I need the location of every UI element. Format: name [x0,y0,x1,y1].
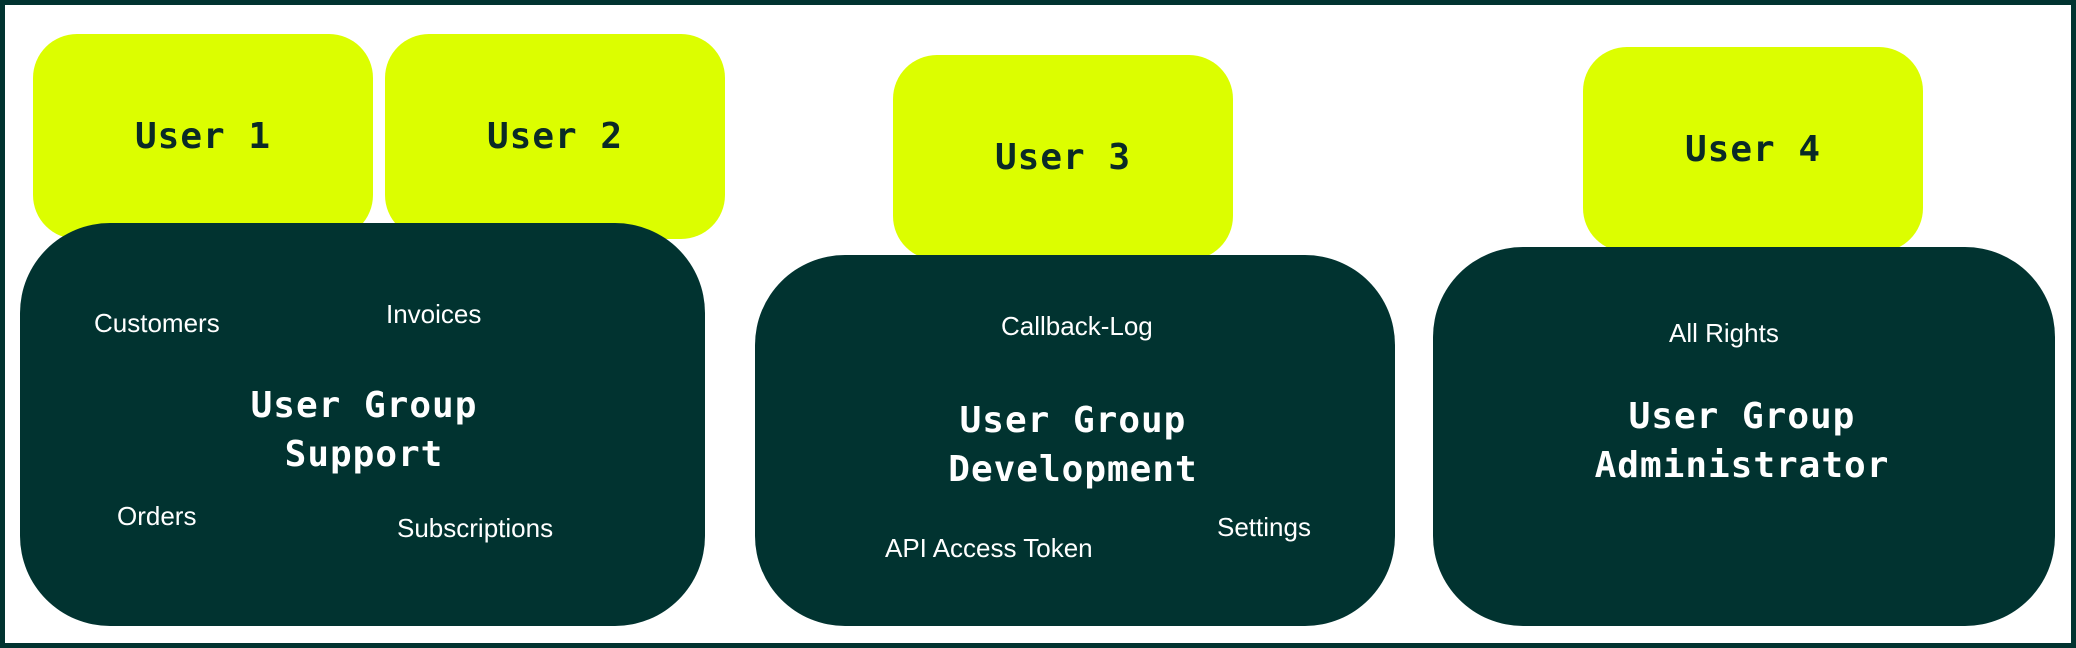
user-group-administrator-title: User Group Administrator [1594,396,1890,486]
permission-all-rights: All Rights [1669,318,1779,348]
permission-orders: Orders [117,501,197,531]
permission-api-access-token: API Access Token [885,533,1093,563]
permission-invoices: Invoices [386,299,482,329]
permission-subscriptions: Subscriptions [397,513,554,543]
permission-settings: Settings [1217,512,1311,542]
user-3-box: User 3 [893,55,1233,260]
permission-callback-log: Callback-Log [1001,311,1153,341]
user-2-label: User 2 [486,116,624,157]
user-4-label: User 4 [1684,129,1822,170]
user-1-label: User 1 [134,116,272,157]
user-4-box: User 4 [1583,47,1923,252]
user-group-development-title: User Group Development [948,400,1198,490]
user-2-box: User 2 [385,34,725,239]
user-3-label: User 3 [994,137,1132,178]
permission-customers: Customers [94,308,220,338]
user-group-administrator-box: User Group Administrator All Rights [1433,247,2055,626]
user-group-support-title: User Group Support [250,385,478,475]
user-group-development-box: User Group Development Callback-Log API … [755,255,1395,626]
user-1-box: User 1 [33,34,373,239]
user-group-support-box: User Group Support Customers Invoices Or… [20,223,705,626]
